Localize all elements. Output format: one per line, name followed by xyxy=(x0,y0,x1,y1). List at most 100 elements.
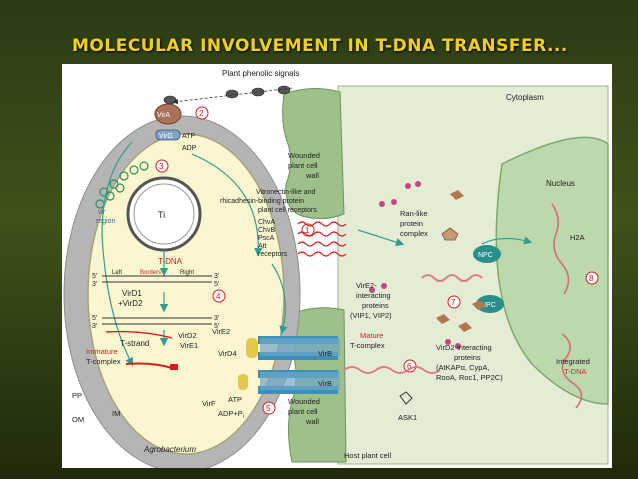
wounded-wall-top-2: plant cell xyxy=(288,161,318,170)
vir-region-label-1: vir xyxy=(98,209,106,216)
phenolic-molecules xyxy=(163,85,291,105)
wounded-wall-bottom-2: plant cell xyxy=(288,407,318,416)
ask1-label: ASK1 xyxy=(398,413,417,422)
host-plant-cell-label: Host plant cell xyxy=(344,451,391,460)
five-prime-right: 5' xyxy=(214,281,219,288)
svg-text:NPC: NPC xyxy=(481,302,496,309)
step-6: 6 xyxy=(407,362,412,371)
ran-like-label-2: protein xyxy=(400,219,423,228)
ran-like-label-3: complex xyxy=(400,229,428,238)
step-2: 2 xyxy=(199,109,204,118)
vird2-interacting-shapes xyxy=(436,190,486,332)
t-complex-label-host: T-complex xyxy=(350,341,385,350)
borders-label: Borders xyxy=(140,270,161,276)
vird2-interacting-1: VirD2-interacting xyxy=(436,343,492,352)
vird4-label: VirD4 xyxy=(218,349,237,358)
step-4: 4 xyxy=(216,292,221,301)
virg-protein xyxy=(155,129,181,141)
step-8: 8 xyxy=(589,274,594,283)
receptors-label-3: plant cell receptors xyxy=(258,207,317,214)
three-prime-2: 3' xyxy=(92,323,97,330)
immature-label: Immature xyxy=(86,347,118,356)
virb-label-top: VirB xyxy=(318,349,332,358)
diagram-svg: Ti vir region VirA VirG ATP ADP Plant ph… xyxy=(62,64,612,468)
attachment-coils xyxy=(297,221,347,257)
step-5: 5 xyxy=(266,404,271,413)
virb-channel xyxy=(238,336,340,394)
slide-title: MOLECULAR INVOLVEMENT IN T-DNA TRANSFER.… xyxy=(72,36,568,56)
integrated-label-1: Integrated xyxy=(556,357,590,366)
step-markers xyxy=(155,106,599,415)
step-7: 7 xyxy=(451,298,456,307)
t-complex-label-bact: T-complex xyxy=(86,357,121,366)
nucleus xyxy=(495,136,609,405)
om-label: OM xyxy=(72,415,84,424)
plus-vird2-label: +VirD2 xyxy=(118,299,143,308)
mature-label: Mature xyxy=(360,331,383,340)
adp-label-top: ADP xyxy=(182,145,197,152)
nucleus-label: Nucleus xyxy=(546,179,575,188)
atp-label-top: ATP xyxy=(182,133,195,140)
t-dna-transfer-figure: Ti vir region VirA VirG ATP ADP Plant ph… xyxy=(62,64,612,468)
chv-label-3: PscA xyxy=(258,235,275,242)
h2a-label: H2A xyxy=(570,233,585,242)
vir-region-label-2: region xyxy=(96,218,116,225)
adp-pi-label: ADP+Pi xyxy=(218,409,244,420)
vire2-interacting-4: (VIP1, VIP2) xyxy=(350,311,392,320)
cell-wall-top xyxy=(282,88,345,220)
chv-label-2: ChvB xyxy=(258,227,275,234)
step-3: 3 xyxy=(159,162,164,171)
svg-text:NPC: NPC xyxy=(478,252,493,259)
cytoplasm-proteins xyxy=(369,181,461,349)
vird2-interacting-3: (AtKAPα, CypA, xyxy=(436,363,490,372)
nuclear-dna xyxy=(551,203,583,409)
vird2-interacting-2: proteins xyxy=(454,353,481,362)
vird2-label: VirD2 xyxy=(178,331,197,340)
ran-like-complex xyxy=(441,227,459,241)
wounded-wall-bottom-1: Wounded xyxy=(288,397,320,406)
step-1: 1 xyxy=(305,226,310,235)
ran-like-label-1: Ran-like xyxy=(400,209,428,218)
vire2-label: VirE2 xyxy=(212,327,230,336)
ti-label: Ti xyxy=(158,210,165,220)
virf-label: VirF xyxy=(202,399,216,408)
wounded-wall-top-3: wall xyxy=(305,171,319,180)
receptors-label-1: Vitronectin-like and xyxy=(256,189,316,196)
chv-label-1: ChvA xyxy=(258,219,275,226)
wounded-wall-top-1: Wounded xyxy=(288,151,320,160)
tdna-label: T-DNA xyxy=(158,257,183,266)
vire2-interacting-3: proteins xyxy=(362,301,389,310)
immature-t-complex xyxy=(125,362,173,369)
npc-top: NPC xyxy=(473,245,501,263)
cytoplasm-label: Cytoplasm xyxy=(506,93,544,102)
phenolic-signals-label: Plant phenolic signals xyxy=(222,69,299,78)
agrobacterium-label: Agrobacterium xyxy=(143,445,196,454)
receptors-label-2: rhicadhesin-binding protein xyxy=(220,198,304,205)
right-border-label: Right xyxy=(180,270,194,276)
five-prime-2: 5' xyxy=(92,315,97,322)
vira-label: VirA xyxy=(157,112,170,119)
pp-label: PP xyxy=(72,391,82,400)
integrated-label-2: T-DNA xyxy=(564,367,587,376)
ask1-shape xyxy=(399,391,413,405)
mature-t-complex-strand xyxy=(343,274,483,374)
virg-label: VirG xyxy=(159,133,173,140)
atp-label-bottom: ATP xyxy=(228,395,242,404)
five-prime-left: 5' xyxy=(92,273,97,280)
virb-label-bottom: VirB xyxy=(318,379,332,388)
vird1-label: VirD1 xyxy=(122,289,142,298)
five-prime-3: 5' xyxy=(214,323,219,330)
vird2-interacting-4: RooA, Roc1, PP2C) xyxy=(436,373,503,382)
chv-label-4: Att xyxy=(258,243,267,250)
three-prime-left: 3' xyxy=(92,281,97,288)
chv-label-5: receptors xyxy=(258,251,288,258)
im-label: IM xyxy=(112,409,120,418)
npc-bottom: NPC xyxy=(476,295,504,313)
three-prime-right: 3' xyxy=(214,273,219,280)
wounded-wall-bottom-3: wall xyxy=(305,417,319,426)
vire2-interacting-1: VirE2- xyxy=(356,281,377,290)
vire2-interacting-2: interacting xyxy=(356,291,391,300)
vire1-label: VirE1 xyxy=(180,341,198,350)
left-border-label: Left xyxy=(112,270,122,276)
t-strand-label: T-strand xyxy=(120,339,149,348)
